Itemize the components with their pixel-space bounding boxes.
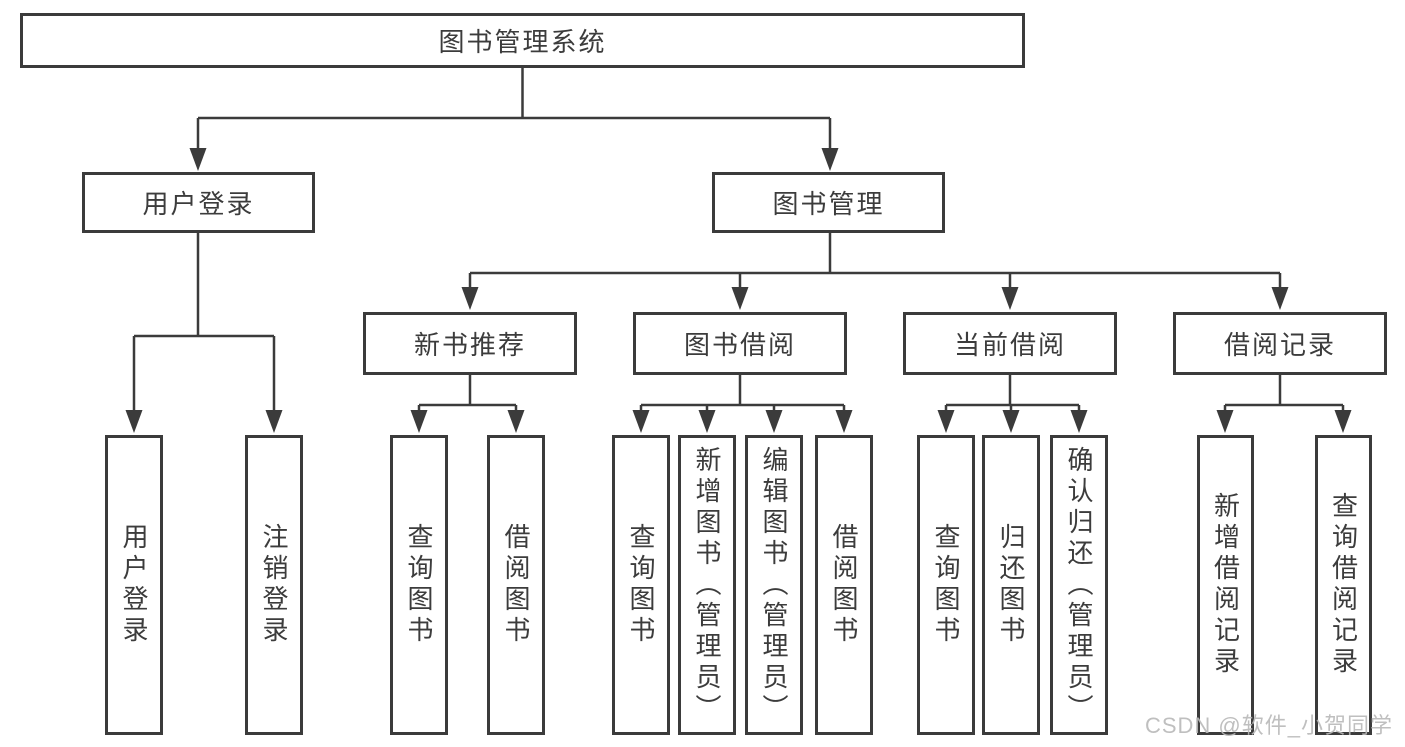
edge-borrow-to-leaves (639, 375, 846, 412)
edge-mgmt-to-level3 (468, 233, 1282, 289)
leaf-query-books-2: 查询图书 (612, 435, 670, 735)
leaf-borrow-books-2-label: 借阅图书 (829, 523, 859, 647)
leaf-confirm-return-admin-label: 确认归还（管理员） (1064, 445, 1094, 725)
node-borrow-records-label: 借阅记录 (1223, 330, 1336, 360)
arrowhead (821, 148, 839, 171)
leaf-borrow-books-1: 借阅图书 (487, 435, 545, 735)
leaf-add-borrow-record: 新增借阅记录 (1197, 435, 1254, 735)
leaf-borrow-books-1-label: 借阅图书 (501, 523, 531, 647)
arrowhead (265, 410, 283, 433)
arrowhead (189, 148, 207, 171)
leaf-edit-books-admin: 编辑图书（管理员） (745, 435, 803, 735)
edge-root-to-level2 (196, 68, 832, 150)
edge-records-to-leaves (1223, 375, 1345, 412)
leaf-query-books-1: 查询图书 (390, 435, 448, 735)
arrowhead (1216, 410, 1234, 433)
edge-current-to-leaves (944, 375, 1081, 412)
node-user-login: 用户登录 (82, 172, 315, 233)
node-new-book-recommend-label: 新书推荐 (413, 330, 526, 360)
leaf-query-borrow-record-label: 查询借阅记录 (1328, 492, 1359, 678)
leaf-user-login-label: 用户登录 (119, 523, 149, 647)
node-current-borrow-label: 当前借阅 (953, 330, 1066, 360)
leaf-query-borrow-record: 查询借阅记录 (1315, 435, 1372, 735)
node-book-borrow-label: 图书借阅 (683, 330, 796, 360)
arrowhead (1001, 287, 1019, 310)
node-user-login-label: 用户登录 (142, 189, 255, 219)
watermark: CSDN @软件_小贺同学 (1144, 713, 1393, 738)
leaf-logout: 注销登录 (245, 435, 303, 735)
leaf-return-books-label: 归还图书 (996, 523, 1026, 647)
arrowhead (1271, 287, 1289, 310)
leaf-add-books-admin-label: 新增图书（管理员） (692, 445, 722, 725)
node-library-system: 图书管理系统 (20, 13, 1025, 68)
node-book-management: 图书管理 (712, 172, 945, 233)
arrowhead (1070, 410, 1088, 433)
node-book-management-label: 图书管理 (772, 189, 885, 219)
arrowhead (698, 410, 716, 433)
leaf-query-books-1-label: 查询图书 (404, 523, 434, 647)
edge-newbook-to-leaves (417, 375, 518, 412)
arrowhead (937, 410, 955, 433)
leaf-add-borrow-record-label: 新增借阅记录 (1210, 492, 1241, 678)
leaf-logout-label: 注销登录 (259, 523, 289, 647)
arrowhead (731, 287, 749, 310)
node-library-system-label: 图书管理系统 (438, 27, 607, 57)
arrowhead (410, 410, 428, 433)
arrowhead (507, 410, 525, 433)
leaf-query-books-3: 查询图书 (917, 435, 975, 735)
node-new-book-recommend: 新书推荐 (363, 312, 577, 375)
arrowhead (835, 410, 853, 433)
arrowhead (632, 410, 650, 433)
leaf-user-login: 用户登录 (105, 435, 163, 735)
node-book-borrow: 图书借阅 (633, 312, 847, 375)
leaf-add-books-admin: 新增图书（管理员） (678, 435, 736, 735)
node-current-borrow: 当前借阅 (903, 312, 1117, 375)
leaf-return-books: 归还图书 (982, 435, 1040, 735)
arrowhead (765, 410, 783, 433)
arrowhead (1334, 410, 1352, 433)
arrowhead (125, 410, 143, 433)
leaf-query-books-2-label: 查询图书 (626, 523, 656, 647)
leaf-edit-books-admin-label: 编辑图书（管理员） (759, 445, 789, 725)
arrowhead (1002, 410, 1020, 433)
edge-login-to-leaves (132, 233, 276, 412)
arrowhead (461, 287, 479, 310)
leaf-confirm-return-admin: 确认归还（管理员） (1050, 435, 1108, 735)
leaf-query-books-3-label: 查询图书 (931, 523, 961, 647)
node-borrow-records: 借阅记录 (1173, 312, 1387, 375)
leaf-borrow-books-2: 借阅图书 (815, 435, 873, 735)
